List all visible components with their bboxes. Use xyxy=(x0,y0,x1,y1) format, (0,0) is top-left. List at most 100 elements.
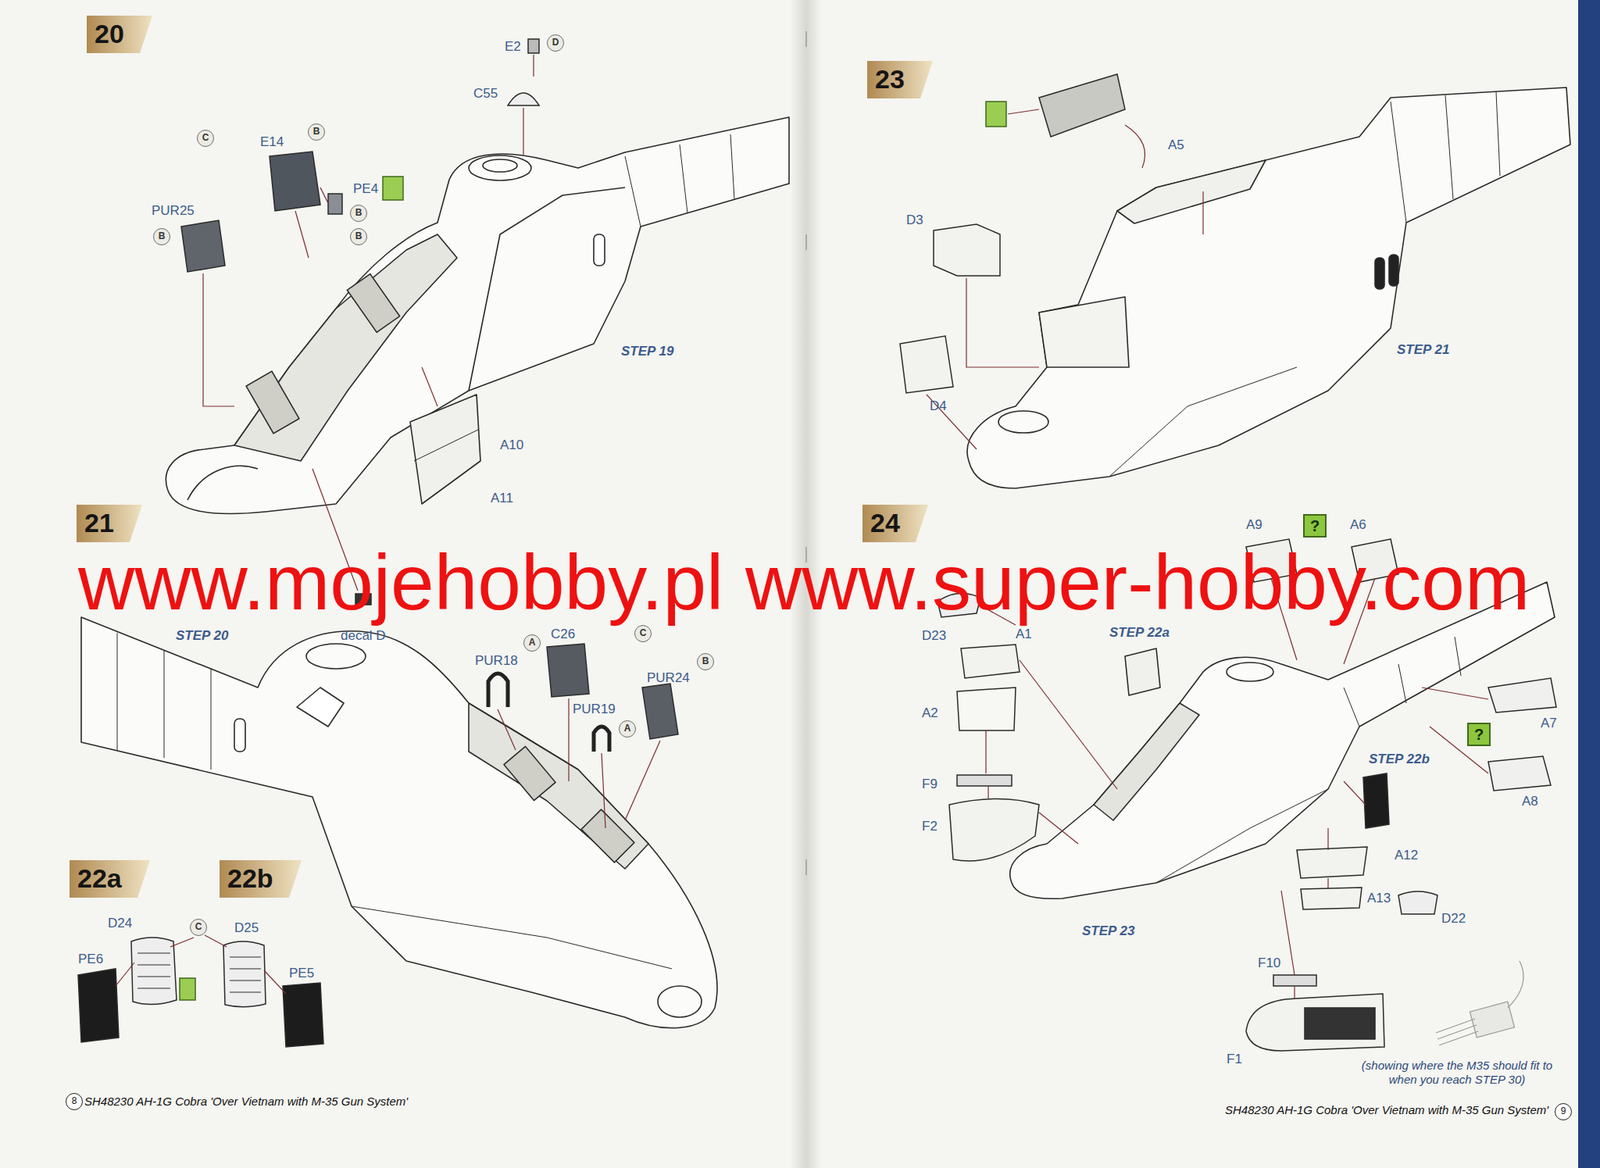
part-label: F10 xyxy=(1257,955,1281,972)
part-label: E14 xyxy=(260,134,284,150)
node-text: 20 xyxy=(94,19,125,49)
part-label: A13 xyxy=(1367,890,1391,907)
part-label: D25 xyxy=(234,920,259,936)
step-number: 24 xyxy=(862,504,929,543)
parts-step23 xyxy=(900,74,1125,393)
part-label: C26 xyxy=(550,626,575,643)
leader-lines xyxy=(926,109,1204,450)
part-letter-circle: B xyxy=(350,204,368,222)
node-text: B xyxy=(158,231,166,242)
step-number: 22a xyxy=(69,860,150,898)
node-text: B xyxy=(313,126,321,137)
part-label: A1 xyxy=(1015,626,1033,643)
node-text: B xyxy=(355,231,363,242)
step-badge-fill xyxy=(862,504,929,543)
part-label: F2 xyxy=(921,818,938,835)
node-text: B xyxy=(355,207,363,218)
part-label: D22 xyxy=(1441,910,1466,927)
part-label: A2 xyxy=(921,705,939,722)
step-badge-fill xyxy=(219,860,302,898)
page-number: 8 xyxy=(65,1092,83,1111)
option-icon: ? xyxy=(1303,514,1327,538)
step-number: 20 xyxy=(86,15,153,54)
part-label: D23 xyxy=(921,628,947,644)
step-number: 23 xyxy=(867,60,933,99)
part-label: A11 xyxy=(490,490,514,507)
node-text: B xyxy=(702,656,710,667)
step-badge-fill xyxy=(86,15,153,54)
part-letter-circle: A xyxy=(618,720,636,738)
step-reference: STEP 20 xyxy=(175,628,229,644)
node-text: C xyxy=(202,132,210,143)
part-label: A12 xyxy=(1394,847,1418,864)
part-label: PUR19 xyxy=(572,701,616,718)
part-letter-circle: C xyxy=(634,625,652,643)
step-number: 22b xyxy=(219,860,302,898)
leader-lines xyxy=(980,578,1489,999)
part-label: PE4 xyxy=(353,181,379,197)
leader-lines xyxy=(203,54,534,591)
part-label: C55 xyxy=(473,85,498,102)
part-label: A9 xyxy=(1246,517,1263,533)
leader-lines xyxy=(115,935,286,994)
parts-step22 xyxy=(78,937,324,1047)
stitch xyxy=(805,31,808,875)
helicopter-step21 xyxy=(81,617,718,1029)
part-label: E2 xyxy=(504,39,522,55)
part-label: F1 xyxy=(1226,1051,1243,1068)
part-label: A7 xyxy=(1540,715,1558,732)
step-reference: STEP 23 xyxy=(1082,923,1135,940)
part-letter-circle: A xyxy=(523,634,541,652)
part-letter-circle: D xyxy=(546,34,565,52)
part-label: PE6 xyxy=(78,951,104,968)
part-label: PUR18 xyxy=(475,653,518,669)
part-label: A10 xyxy=(500,437,524,454)
part-label: PUR25 xyxy=(151,203,195,219)
node-text: 8 xyxy=(71,1096,78,1107)
part-label: PE5 xyxy=(289,965,315,982)
page-number: 9 xyxy=(1554,1103,1572,1121)
table-edge xyxy=(1578,0,1600,1168)
watermark: www.mojehobby.pl www.super-hobby.com xyxy=(78,542,1530,622)
node-text: A xyxy=(528,637,536,648)
node-text: 23 xyxy=(875,64,905,94)
step-badge-fill xyxy=(76,504,143,543)
node-text: C xyxy=(195,921,203,933)
node-text: ? xyxy=(1310,517,1320,535)
part-label: D24 xyxy=(107,915,133,932)
footer-text: SH48230 AH-1G Cobra 'Over Vietnam with M… xyxy=(1225,1103,1549,1118)
node-text: 22a xyxy=(77,864,122,893)
part-label: decal D xyxy=(340,628,386,644)
helicopter-step23 xyxy=(967,87,1571,489)
part-label: D4 xyxy=(929,398,947,415)
node-text: D xyxy=(552,37,560,48)
part-label: A6 xyxy=(1350,517,1367,533)
step-reference: STEP 22b xyxy=(1368,751,1430,768)
m35-gun-sketch xyxy=(1435,960,1524,1046)
parts-step20 xyxy=(181,39,540,605)
part-label: F9 xyxy=(921,776,938,793)
step-reference: STEP 21 xyxy=(1396,342,1450,358)
node-text: 9 xyxy=(1560,1106,1567,1117)
node-text: ? xyxy=(1474,725,1484,743)
step-number: 21 xyxy=(76,504,143,543)
part-letter-circle: B xyxy=(350,228,368,246)
node-text: 24 xyxy=(870,508,900,538)
node-text: 21 xyxy=(84,508,115,538)
leader-lines xyxy=(497,698,661,829)
part-label: D3 xyxy=(906,212,924,229)
part-label: A8 xyxy=(1521,793,1539,810)
node-text: 22b xyxy=(227,864,274,893)
footer-text: SH48230 AH-1G Cobra 'Over Vietnam with M… xyxy=(84,1094,408,1109)
part-letter-circle: B xyxy=(307,123,325,141)
part-letter-circle: C xyxy=(189,918,208,936)
part-label: A5 xyxy=(1167,137,1185,154)
step-reference: STEP 22a xyxy=(1109,625,1170,641)
note: (showing where the M35 should fit to whe… xyxy=(1355,1058,1559,1087)
helicopter-step20 xyxy=(165,117,790,515)
part-letter-circle: C xyxy=(196,129,215,147)
part-letter-circle: B xyxy=(696,653,715,671)
step-badge-fill xyxy=(69,860,150,898)
